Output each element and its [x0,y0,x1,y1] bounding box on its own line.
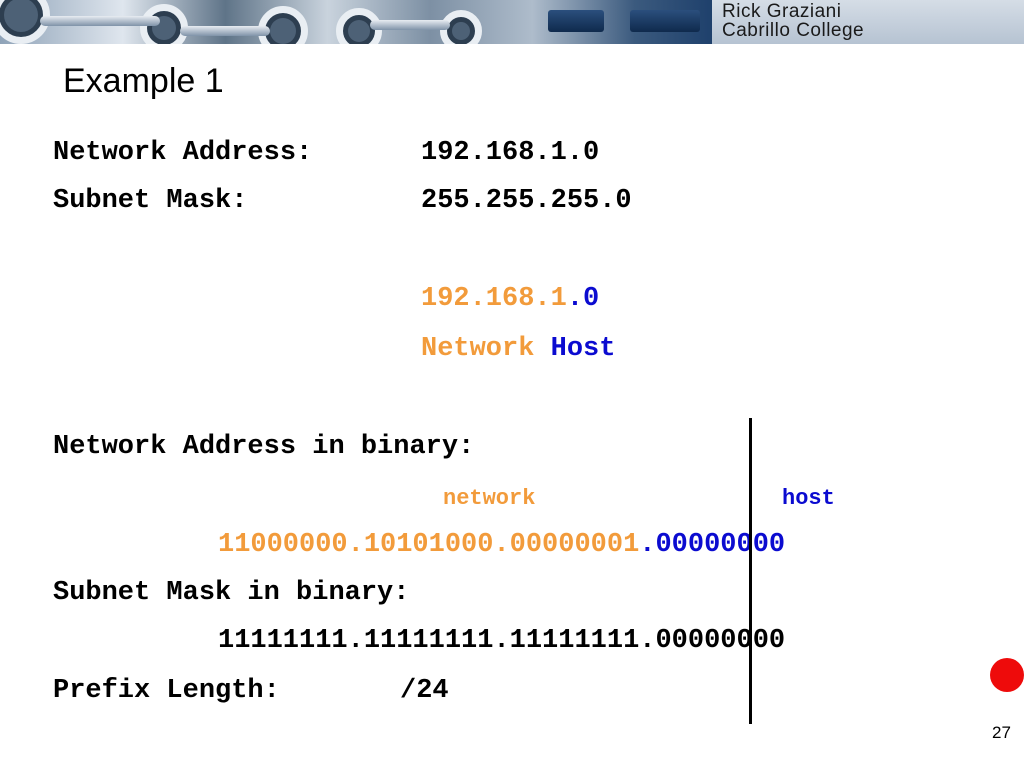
split-legend: Network Host [421,334,615,364]
mask-binary-heading: Subnet Mask in binary: [53,578,410,608]
mask-network-bits: 11111111.11111111.11111111 [218,626,640,656]
slide-title: Example 1 [63,62,224,100]
subnet-mask-label: Subnet Mask: [53,186,248,216]
header-banner: Rick Graziani Cabrillo College [0,0,1024,44]
header-author: Rick Graziani [722,1,842,22]
binary-host-bits: .00000000 [639,530,786,560]
network-word: Network [421,334,535,364]
network-plug-icon [630,10,700,32]
cable-graphic [370,20,450,30]
network-address-label: Network Address: [53,138,313,168]
address-split: 192.168.1.0 [421,284,599,314]
network-host-divider [749,418,752,724]
brand-box [712,0,1024,44]
binary-network-bits: 11000000.10101000.00000001 [218,530,640,560]
cable-graphic [180,26,270,36]
binary-address-row: 11000000.10101000.00000001.00000000 [218,530,785,560]
network-portion: 192.168.1 [421,284,567,314]
binary-network-label: network [443,486,536,511]
prefix-length-value: /24 [400,676,449,706]
host-word: Host [550,334,616,364]
red-dot-icon[interactable] [990,658,1024,692]
prefix-length-label: Prefix Length: [53,676,280,706]
network-address-value: 192.168.1.0 [421,138,600,168]
cable-connector-icon [258,6,308,44]
network-plug-icon [548,10,604,32]
cable-graphic [40,16,160,26]
mask-host-bits: .00000000 [639,626,786,656]
binary-host-label: host [782,486,835,511]
page-number: 27 [992,723,1011,742]
host-portion: .0 [566,284,600,314]
subnet-mask-value: 255.255.255.0 [421,186,632,216]
binary-heading: Network Address in binary: [53,432,475,462]
mask-binary-row: 11111111.11111111.11111111.00000000 [218,626,785,656]
header-institution: Cabrillo College [722,20,865,41]
